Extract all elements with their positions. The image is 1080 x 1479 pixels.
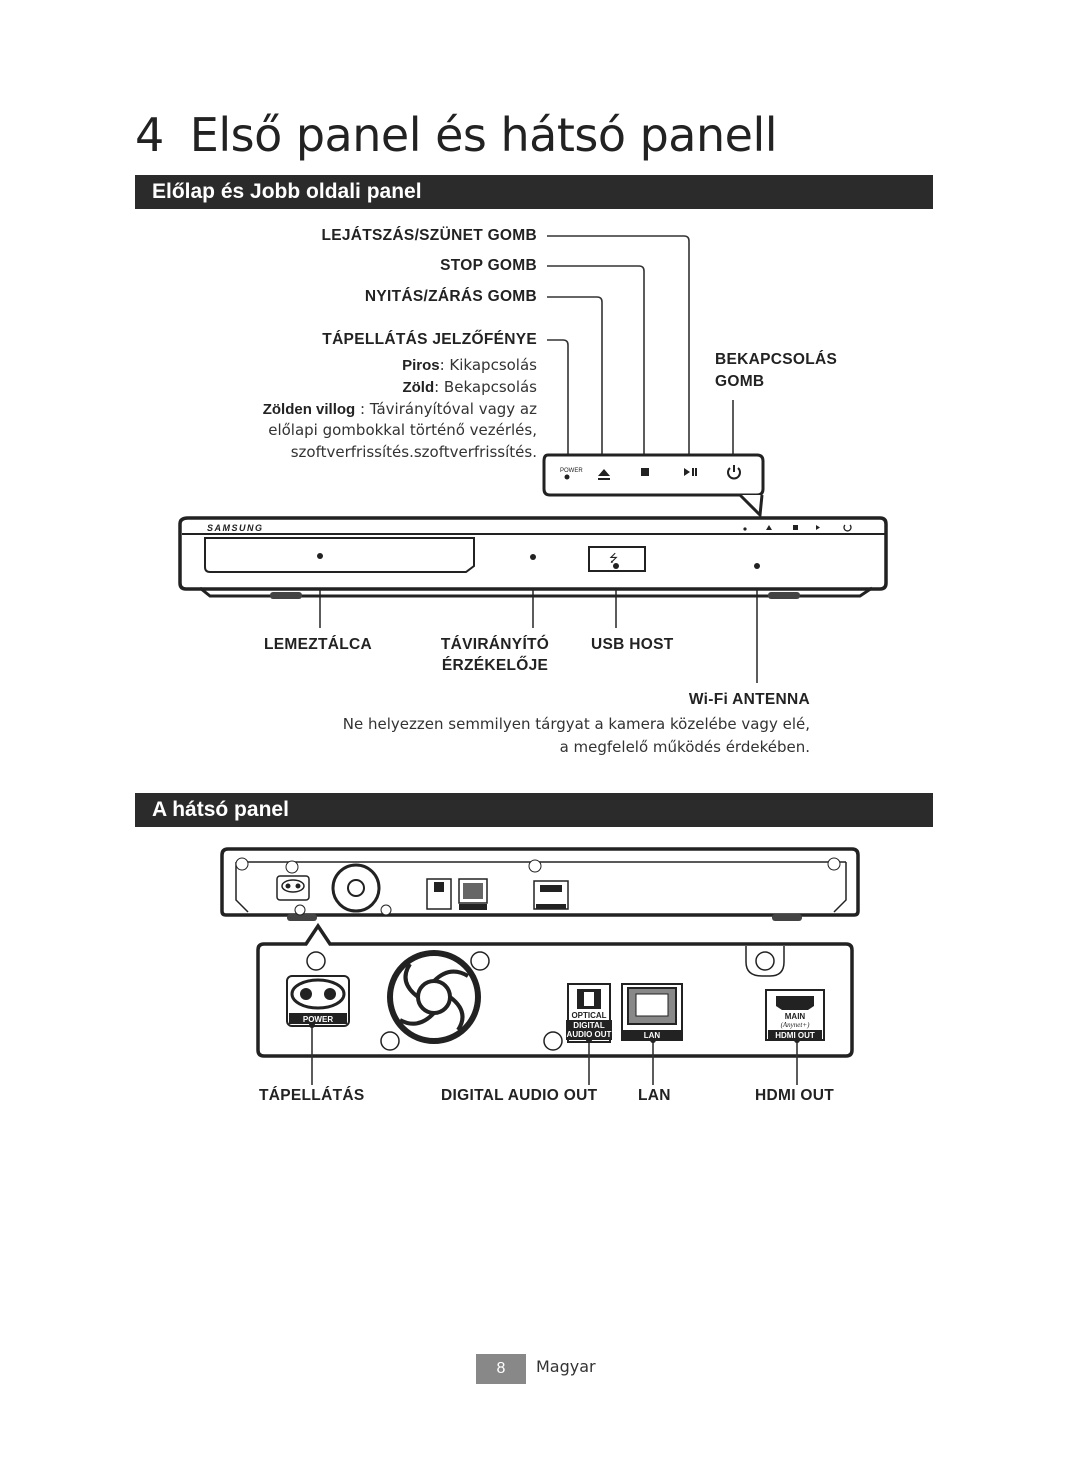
indicator-blink: Zölden villog : Távirányítóval vagy az: [262, 400, 537, 418]
rear-device-small: [220, 847, 860, 921]
power-port-label: POWER: [303, 1015, 333, 1024]
label-wifi-antenna: Wi-Fi ANTENNA: [688, 691, 810, 708]
hdmi-out-port-label: HDMI OUT: [775, 1031, 815, 1040]
indicator-blink-line3: szoftverfrissítés.szoftverfrissítés.: [290, 443, 537, 461]
label-stop: STOP GOMB: [440, 257, 537, 274]
label-rear-power: TÁPELLÁTÁS: [259, 1087, 365, 1104]
language-label: Magyar: [536, 1357, 596, 1376]
hdmi-anynet-label: (Anynet+): [781, 1021, 810, 1029]
optical-label-3: AUDIO OUT: [567, 1030, 612, 1039]
optical-label-1: OPTICAL: [571, 1011, 606, 1020]
label-power-indicator: TÁPELLÁTÁS JELZŐFÉNYE: [322, 331, 537, 348]
front-section-heading: Előlap és Jobb oldali panel: [135, 175, 933, 209]
page-number: 8: [476, 1354, 526, 1384]
label-disc-tray: LEMEZTÁLCA: [264, 636, 373, 653]
label-remote-sensor-2: ÉRZÉKELŐJE: [441, 657, 549, 674]
indicator-green: Zöld: Bekapcsolás: [402, 378, 537, 396]
label-open-close: NYITÁS/ZÁRÁS GOMB: [364, 288, 537, 305]
label-digital-audio-out: DIGITAL AUDIO OUT: [441, 1087, 598, 1104]
indicator-blink-line2: előlapi gombokkal történő vezérlés,: [268, 421, 537, 439]
label-usb-host: USB HOST: [591, 636, 674, 653]
label-hdmi-out: HDMI OUT: [755, 1087, 835, 1104]
wifi-note-1: Ne helyezzen semmilyen tárgyat a kamera …: [342, 715, 810, 733]
rear-section-heading: A hátsó panel: [135, 793, 933, 827]
hdmi-main-label: MAIN: [785, 1012, 806, 1021]
optical-label-2: DIGITAL: [573, 1021, 605, 1030]
label-remote-sensor-1: TÁVIRÁNYÍTÓ: [440, 636, 550, 653]
label-play-pause: LEJÁTSZÁS/SZÜNET GOMB: [321, 227, 537, 244]
power-small-label: POWER: [560, 468, 583, 474]
rear-device-zoom: [256, 922, 854, 1085]
label-power-button-2: GOMB: [715, 373, 765, 390]
front-buttons-zoom: [542, 453, 765, 519]
lan-port-label: LAN: [644, 1031, 661, 1040]
front-device: ⭍: [178, 516, 888, 599]
brand-logo: SAMSUNG: [207, 523, 264, 533]
label-lan: LAN: [638, 1087, 671, 1104]
indicator-red: Piros: Kikapcsolás: [402, 356, 537, 374]
label-power-button-1: BEKAPCSOLÁS: [715, 351, 838, 368]
wifi-note-2: a megfelelő működés érdekében.: [559, 738, 810, 756]
svg-text:⭍: ⭍: [609, 552, 618, 565]
